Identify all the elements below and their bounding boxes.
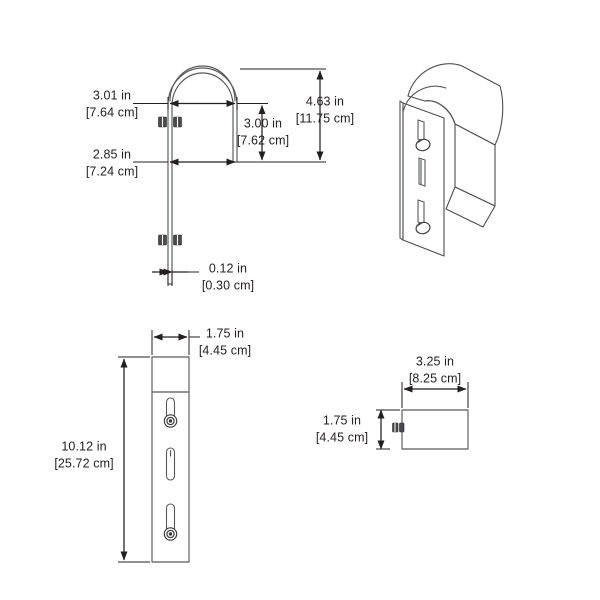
iso-arch-trace [402, 85, 447, 113]
side-view-crown-highlight [169, 65, 236, 102]
dimension-3-01-centimeters: [7.64 cm] [86, 105, 138, 119]
top-view: 3.25 in [8.25 cm] 1.75 in [4.45 cm] [316, 354, 469, 450]
dimension-4-63-inches: 4.63 in [306, 94, 344, 108]
iso-slot-middle [418, 157, 426, 187]
front-slot-bottom [163, 503, 178, 541]
dimension-3-00: 3.00 in [7.62 cm] [237, 103, 289, 163]
front-slot-top [163, 397, 178, 428]
iso-hood-inner-edge [424, 100, 456, 125]
dimension-1-75-height-centimeters: [4.45 cm] [316, 430, 368, 444]
side-view-inner-profile [171, 72, 234, 285]
dimension-2-85-inches: 2.85 in [93, 147, 131, 161]
iso-hood-skirt [445, 186, 496, 228]
dimension-3-25-inches: 3.25 in [416, 354, 454, 368]
dimension-0-12: 0.12 in [0.30 cm] [152, 261, 254, 292]
fastener-side-lower [158, 234, 182, 246]
dimension-0-12-centimeters: [0.30 cm] [202, 278, 254, 292]
iso-slot-upper [415, 119, 431, 152]
dimension-1-75-width: 1.75 in [4.45 cm] [151, 326, 251, 357]
front-slot-middle [165, 447, 176, 481]
iso-plate-edge [399, 100, 404, 241]
dimension-0-12-inches: 0.12 in [209, 261, 247, 275]
dimension-4-63: 4.63 in [11.75 cm] [240, 68, 354, 163]
front-view: 1.75 in [4.45 cm] 10.12 in [25.72 cm] [54, 326, 251, 563]
dimension-10-12-inches: 10.12 in [61, 439, 106, 453]
dimension-3-00-centimeters: [7.62 cm] [237, 133, 289, 147]
fastener-top-edge [392, 422, 405, 433]
dimension-10-12: 10.12 in [25.72 cm] [54, 356, 150, 563]
dimension-1-75-width-centimeters: [4.45 cm] [199, 343, 251, 357]
dimension-3-01-inches: 3.01 in [93, 88, 131, 102]
iso-slot-lower [415, 199, 431, 235]
side-view-outer-profile [167, 67, 238, 285]
dimension-1-75-height-inches: 1.75 in [323, 413, 361, 427]
dimension-2-85-centimeters: [7.24 cm] [86, 164, 138, 178]
fastener-side-upper [158, 116, 182, 128]
dimension-1-75-width-inches: 1.75 in [206, 326, 244, 340]
dimension-2-85: 2.85 in [7.24 cm] [86, 147, 236, 178]
dimension-3-25: 3.25 in [8.25 cm] [401, 354, 469, 408]
isometric-view [399, 63, 504, 257]
dimension-3-00-inches: 3.00 in [244, 116, 282, 130]
dimension-4-63-centimeters: [11.75 cm] [296, 111, 354, 125]
dimension-10-12-centimeters: [25.72 cm] [54, 456, 113, 470]
side-view: 3.01 in [7.64 cm] 2.85 in [7.24 cm] 3.00… [86, 65, 354, 292]
top-view-body [401, 409, 469, 450]
dimension-3-01: 3.01 in [7.64 cm] [86, 88, 238, 119]
dimension-1-75-height: 1.75 in [4.45 cm] [316, 409, 400, 450]
dimension-3-25-centimeters: [8.25 cm] [409, 371, 461, 385]
